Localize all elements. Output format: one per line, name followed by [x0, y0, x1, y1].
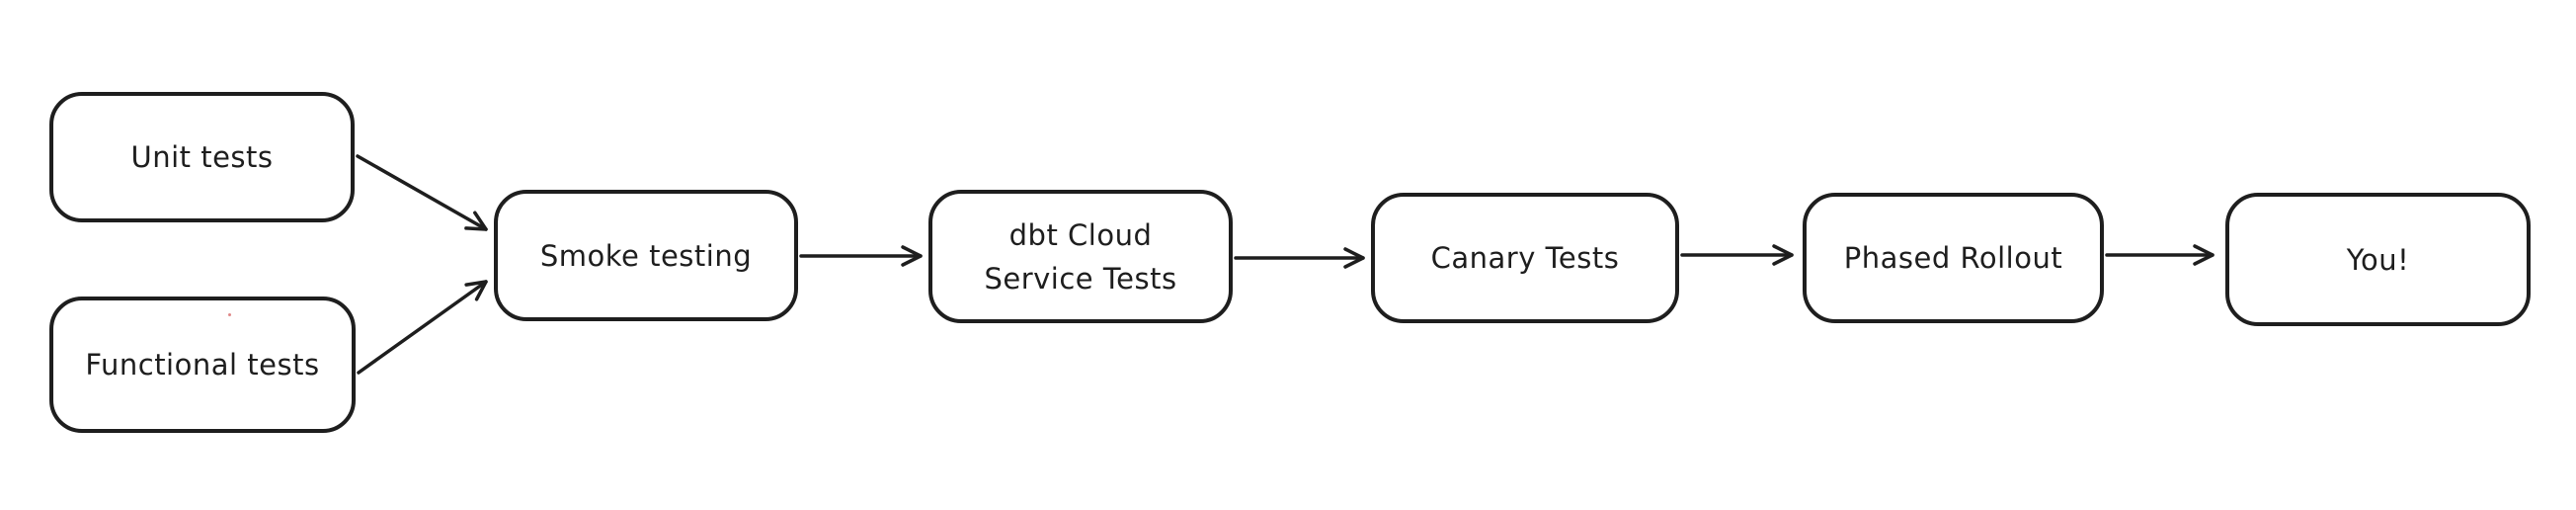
edge-unit-tests-to-smoke-testing[interactable] — [356, 154, 488, 231]
node-dbt-cloud-service-tests[interactable]: dbt Cloud Service Tests — [928, 190, 1233, 323]
node-unit-tests[interactable]: Unit tests — [49, 92, 355, 222]
node-label: Functional tests — [85, 348, 320, 382]
node-label: Service Tests — [984, 261, 1177, 296]
node-you[interactable]: You! — [2225, 193, 2531, 326]
node-label: dbt Cloud — [1008, 217, 1153, 252]
node-label: Unit tests — [130, 140, 274, 174]
node-phased-rollout[interactable]: Phased Rollout — [1803, 193, 2104, 323]
node-label: Phased Rollout — [1843, 241, 2063, 275]
edge-functional-tests-to-smoke-testing[interactable] — [357, 280, 488, 375]
node-smoke-testing[interactable]: Smoke testing — [494, 190, 798, 321]
node-label: Canary Tests — [1430, 241, 1620, 275]
node-label: You! — [2346, 242, 2410, 277]
node-canary-tests[interactable]: Canary Tests — [1371, 193, 1679, 323]
node-functional-tests[interactable]: Functional tests — [49, 297, 356, 433]
node-label: Smoke testing — [539, 238, 753, 273]
red-dot-artifact — [228, 313, 231, 316]
